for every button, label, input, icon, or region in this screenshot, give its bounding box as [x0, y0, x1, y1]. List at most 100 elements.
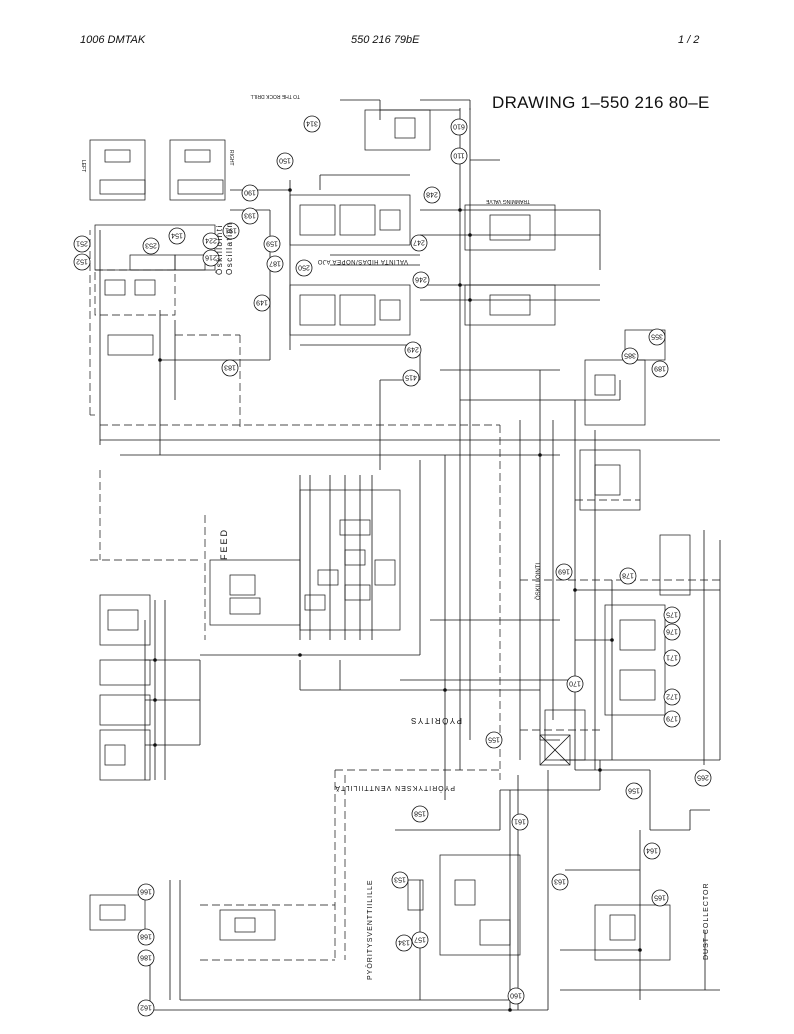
svg-text:183: 183	[224, 364, 236, 371]
callout-190: 190	[241, 184, 259, 202]
callout-251: 251	[73, 235, 91, 253]
svg-text:170: 170	[569, 680, 581, 687]
callout-161: 161	[511, 813, 529, 831]
callout-183: 183	[221, 359, 239, 377]
svg-text:161: 161	[514, 818, 526, 825]
svg-text:172: 172	[666, 693, 678, 700]
callout-248: 248	[423, 186, 441, 204]
callout-355: 355	[648, 328, 666, 346]
svg-text:162: 162	[140, 1004, 152, 1011]
label-tramming: TRAMMING VALVE	[485, 198, 530, 204]
label-oskillointi-right: ÖSKILLOINTI	[535, 563, 542, 600]
svg-text:168: 168	[140, 933, 152, 940]
svg-text:149: 149	[256, 299, 268, 306]
label-right-track: RIGHT	[228, 150, 234, 166]
callout-153: 153	[391, 871, 409, 889]
callout-246: 246	[412, 271, 430, 289]
svg-text:163: 163	[554, 878, 566, 885]
callout-253: 253	[142, 237, 160, 255]
callout-314: 314	[303, 115, 321, 133]
svg-text:171: 171	[666, 654, 678, 661]
callout-110: 110	[450, 147, 468, 165]
main-pipe-lines	[99, 99, 721, 1011]
svg-text:179: 179	[666, 715, 678, 722]
svg-text:110: 110	[453, 152, 464, 159]
label-dust-collector: DUST COLLECTOR	[703, 882, 710, 960]
svg-text:169: 169	[558, 568, 570, 575]
callout-155: 155	[485, 731, 503, 749]
drawing-title: DRAWING 1–550 216 80–E	[492, 93, 710, 112]
svg-text:216: 216	[205, 254, 217, 261]
callout-415: 415	[402, 369, 420, 387]
callout-179: 179	[663, 710, 681, 728]
svg-text:355: 355	[651, 333, 663, 340]
svg-text:176: 176	[666, 628, 678, 635]
callout-175: 175	[663, 606, 681, 624]
callout-189: 189	[651, 360, 669, 378]
callout-160: 160	[507, 987, 525, 1005]
callout-170: 170	[566, 675, 584, 693]
svg-text:250: 250	[298, 264, 310, 271]
callout-193: 193	[241, 207, 259, 225]
header-page-number: 1 / 2	[678, 34, 700, 46]
callout-191: 191	[222, 222, 240, 240]
svg-text:156: 156	[628, 787, 640, 794]
svg-text:157: 157	[414, 936, 426, 943]
callout-166: 166	[137, 883, 155, 901]
svg-text:158: 158	[414, 810, 426, 817]
label-rock-drill: TO THE ROCK DRILL	[250, 93, 300, 99]
pilot-dashed-lines	[89, 230, 720, 961]
svg-text:246: 246	[415, 276, 427, 283]
svg-text:187: 187	[269, 260, 281, 267]
junction-dots	[153, 188, 642, 1012]
svg-text:152: 152	[76, 258, 88, 265]
svg-text:178: 178	[622, 572, 634, 579]
header-document-number: 550 216 79bE	[351, 34, 420, 46]
svg-text:265: 265	[697, 774, 709, 781]
callout-157: 157	[411, 931, 429, 949]
label-oscillation-fi: Öskillointi	[215, 224, 224, 275]
svg-text:224: 224	[205, 237, 217, 244]
svg-text:610: 610	[453, 123, 465, 130]
callout-176: 176	[663, 623, 681, 641]
callout-247: 247	[410, 234, 428, 252]
callout-187: 187	[266, 255, 284, 273]
svg-text:253: 253	[145, 242, 157, 249]
callout-159: 159	[263, 235, 281, 253]
callout-163: 163	[551, 873, 569, 891]
svg-text:249: 249	[407, 346, 419, 353]
svg-text:159: 159	[266, 240, 278, 247]
callout-149: 149	[253, 294, 271, 312]
label-pyoritysventtiilille: PYÖRITYSVENTTIILILLE	[366, 879, 374, 980]
svg-text:155: 155	[488, 736, 500, 743]
label-feed: FEED	[219, 528, 229, 560]
callout-610: 610	[450, 118, 468, 136]
svg-text:134: 134	[398, 939, 410, 946]
callout-156: 156	[625, 782, 643, 800]
callout-168: 168	[137, 928, 155, 946]
callout-165: 165	[651, 889, 669, 907]
callout-bubbles: 314 610 110 150 248 247 246 249 415 251 …	[73, 115, 712, 1017]
callout-158: 158	[411, 805, 429, 823]
callout-250: 250	[295, 259, 313, 277]
svg-text:193: 193	[244, 212, 256, 219]
svg-text:186: 186	[140, 954, 152, 961]
svg-text:190: 190	[244, 189, 256, 196]
svg-text:150: 150	[279, 157, 291, 164]
callout-154: 154	[168, 227, 186, 245]
svg-text:153: 153	[394, 876, 406, 883]
callout-265: 265	[694, 769, 712, 787]
svg-text:191: 191	[225, 227, 237, 234]
svg-text:314: 314	[306, 120, 318, 127]
svg-text:251: 251	[76, 240, 88, 247]
callout-172: 172	[663, 688, 681, 706]
callout-178: 178	[619, 567, 637, 585]
callout-224: 224	[202, 232, 220, 250]
svg-text:189: 189	[654, 365, 666, 372]
callout-164: 164	[643, 842, 661, 860]
svg-text:385: 385	[624, 352, 636, 359]
header-left-code: 1006 DMTAK	[80, 34, 146, 46]
diagram-labels: Öskillointi Oscillation FEED PYÖRITYS PY…	[80, 93, 710, 980]
callout-134: 134	[395, 934, 413, 952]
